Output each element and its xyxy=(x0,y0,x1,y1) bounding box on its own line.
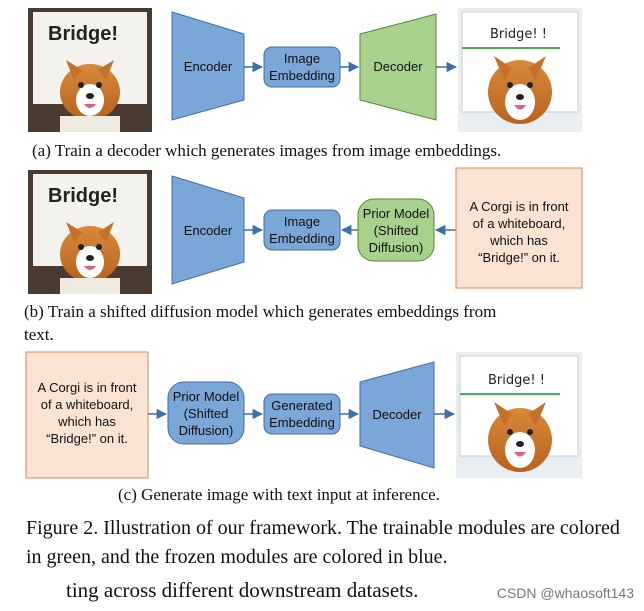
figure-caption: Figure 2. Illustration of our framework.… xyxy=(26,517,620,568)
decoder-block-a: Decoder xyxy=(359,13,437,121)
text-input-box-b: A Corgi is in front of a whiteboard, whi… xyxy=(455,167,583,289)
caption-b-line2: text. xyxy=(24,325,54,344)
decoder-block-c: Decoder xyxy=(359,361,435,469)
svg-text:“Bridge!” on it.: “Bridge!” on it. xyxy=(478,250,560,265)
svg-text:Embedding: Embedding xyxy=(269,415,335,430)
caption-c: (c) Generate image with text input at in… xyxy=(118,485,440,504)
svg-text:Image: Image xyxy=(284,214,320,229)
input-corgi-image-b: Bridge! xyxy=(28,170,152,294)
prior-model-box-c: Prior Model (Shifted Diffusion) xyxy=(167,381,245,445)
svg-text:(Shifted: (Shifted xyxy=(184,406,229,421)
svg-text:Bridge! !: Bridge! ! xyxy=(490,27,547,42)
svg-text:Bridge!: Bridge! xyxy=(48,185,118,207)
generated-embedding-box-c: Generated Embedding xyxy=(263,393,341,435)
svg-text:Generated: Generated xyxy=(271,398,332,413)
svg-text:Embedding: Embedding xyxy=(269,68,335,83)
svg-text:A Corgi is in front: A Corgi is in front xyxy=(470,199,569,214)
svg-text:Prior Model: Prior Model xyxy=(173,389,240,404)
svg-text:Prior Model: Prior Model xyxy=(363,206,430,221)
svg-text:which has: which has xyxy=(57,414,116,429)
svg-text:of a whiteboard,: of a whiteboard, xyxy=(41,397,134,412)
svg-text:which has: which has xyxy=(489,233,548,248)
svg-text:Diffusion): Diffusion) xyxy=(369,240,424,255)
svg-text:of a whiteboard,: of a whiteboard, xyxy=(473,216,566,231)
decoder-label-a: Decoder xyxy=(373,59,423,74)
encoder-block-b: Encoder xyxy=(171,175,245,285)
watermark: CSDN @whaosoft143 xyxy=(496,585,634,601)
encoder-block-a: Encoder xyxy=(171,11,245,121)
input-corgi-image-a: Bridge! xyxy=(28,8,152,132)
text-input-box-c: A Corgi is in front of a whiteboard, whi… xyxy=(25,351,149,479)
svg-text:Encoder: Encoder xyxy=(184,223,233,238)
svg-text:“Bridge!” on it.: “Bridge!” on it. xyxy=(46,431,128,446)
svg-text:Decoder: Decoder xyxy=(372,407,422,422)
output-corgi-image-c: Bridge! ! xyxy=(456,352,582,478)
image-embedding-box-a: Image Embedding xyxy=(263,46,341,88)
output-corgi-image-a: Bridge! ! xyxy=(458,8,582,132)
svg-text:Embedding: Embedding xyxy=(269,231,335,246)
encoder-label-a: Encoder xyxy=(184,59,233,74)
image-embedding-box-b: Image Embedding xyxy=(263,209,341,251)
svg-text:Bridge! !: Bridge! ! xyxy=(488,373,545,388)
svg-text:Diffusion): Diffusion) xyxy=(179,423,234,438)
caption-b-line1: (b) Train a shifted diffusion model whic… xyxy=(24,302,497,321)
prior-model-box-b: Prior Model (Shifted Diffusion) xyxy=(357,198,435,262)
svg-text:(Shifted: (Shifted xyxy=(374,223,419,238)
svg-text:Image: Image xyxy=(284,51,320,66)
caption-a: (a) Train a decoder which generates imag… xyxy=(32,141,502,160)
body-text-fragment: ting across different downstream dataset… xyxy=(66,578,419,602)
svg-text:A Corgi is in front: A Corgi is in front xyxy=(38,380,137,395)
framework-diagram: Bridge! Encoder Image Embedding Decoder … xyxy=(25,8,583,479)
whiteboard-text: Bridge! xyxy=(48,23,118,45)
